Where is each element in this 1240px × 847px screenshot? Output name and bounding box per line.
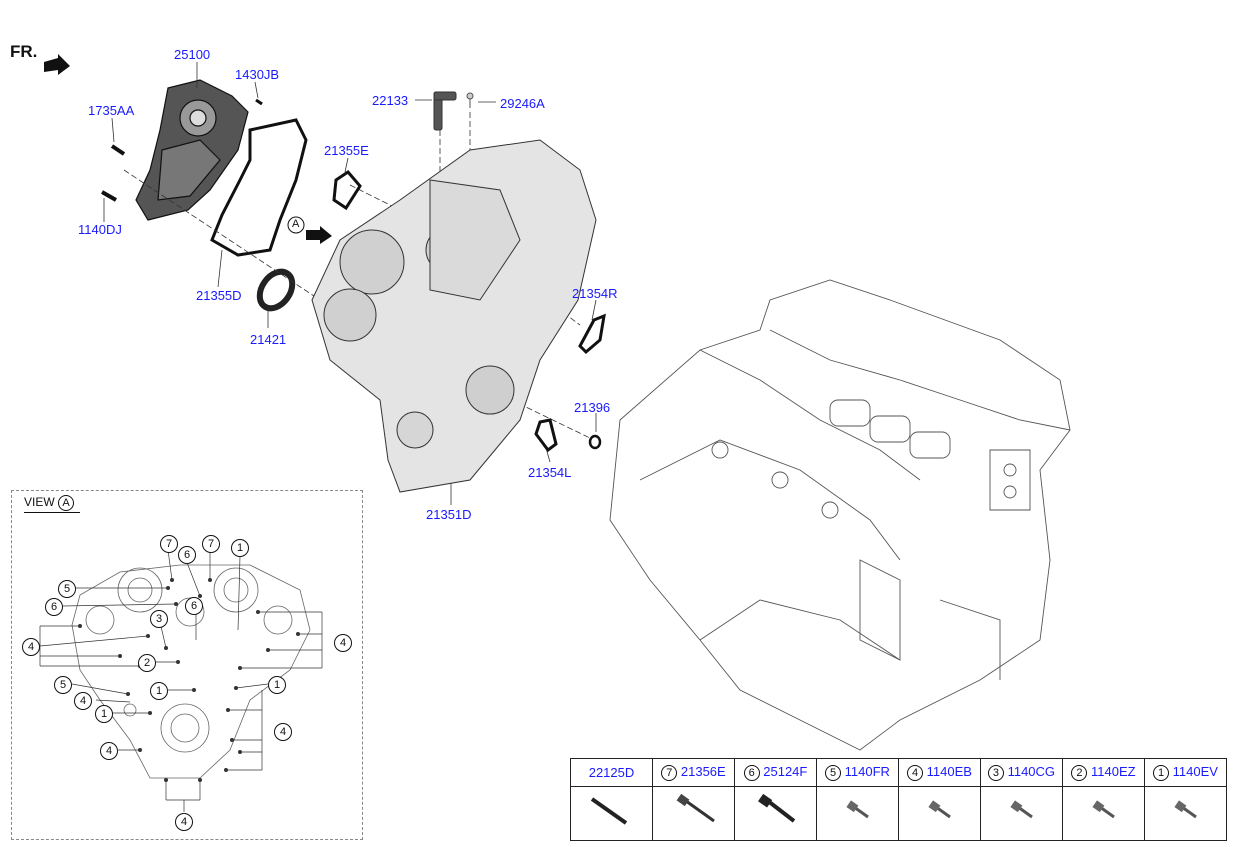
short-bolt-icon xyxy=(1144,786,1227,841)
parts-image-row xyxy=(570,786,1227,841)
part-number: 25124F xyxy=(763,764,808,780)
parts-col-header[interactable]: 22125D xyxy=(570,758,653,787)
view-a-title: VIEW A xyxy=(24,495,75,511)
timing-cover-part xyxy=(311,139,597,493)
stud-icon xyxy=(570,786,653,841)
parts-col-header[interactable]: 3 1140CG xyxy=(980,758,1063,787)
short-bolt-icon xyxy=(980,786,1063,841)
part-number: 22125D xyxy=(588,765,635,780)
short-bolt-icon xyxy=(898,786,981,841)
parts-col-header[interactable]: 7 21356E xyxy=(652,758,735,787)
oring-21396-part xyxy=(588,434,602,450)
part-number: 1140EB xyxy=(926,764,972,780)
long-bolt-icon xyxy=(652,786,735,841)
part-number: 1140CG xyxy=(1007,764,1056,780)
view-num: 6 xyxy=(45,598,63,616)
part-number: 1140EZ xyxy=(1091,764,1136,780)
view-a-marker-label: A xyxy=(292,218,300,230)
callout-21355E[interactable]: 21355E xyxy=(324,143,369,158)
part-number: 21356E xyxy=(680,764,726,780)
view-a-panel xyxy=(11,490,363,840)
view-num: 5 xyxy=(58,580,76,598)
view-num: 1 xyxy=(231,539,249,557)
gasket-21354R-part xyxy=(578,313,606,355)
ref-number: 6 xyxy=(743,764,760,781)
pin-1430JB-part xyxy=(255,98,263,106)
ref-number: 4 xyxy=(907,764,924,781)
short-bolt-icon xyxy=(1062,786,1145,841)
view-title-text: VIEW xyxy=(24,495,55,510)
short-bolt-icon xyxy=(816,786,899,841)
view-num: 4 xyxy=(22,638,40,656)
gasket-21355E-part xyxy=(332,170,362,211)
view-num: 3 xyxy=(150,610,168,628)
parts-col-header[interactable]: 6 25124F xyxy=(734,758,817,787)
callout-25100[interactable]: 25100 xyxy=(174,47,211,62)
view-num: 7 xyxy=(160,535,178,553)
callout-21354L[interactable]: 21354L xyxy=(528,465,572,480)
callout-1430JB[interactable]: 1430JB xyxy=(235,67,280,82)
part-number: 1140FR xyxy=(844,764,890,780)
view-title-underline xyxy=(24,512,80,513)
view-num: 4 xyxy=(175,813,193,831)
parts-col-header[interactable]: 1 1140EV xyxy=(1144,758,1227,787)
view-num: 6 xyxy=(178,546,196,564)
ref-number: 7 xyxy=(661,764,678,781)
callout-21421[interactable]: 21421 xyxy=(250,332,287,347)
callout-22133[interactable]: 22133 xyxy=(372,93,409,108)
ref-number: 3 xyxy=(987,764,1004,781)
fastener-parts-table: 22125D 7 21356E 6 25124F 5 1140FR 4 1140… xyxy=(570,758,1227,841)
view-a-arrow-icon xyxy=(306,226,332,244)
view-a-leaders xyxy=(39,549,323,812)
flange-bolt-icon xyxy=(734,786,817,841)
view-title-marker: A xyxy=(58,495,75,511)
view-a-marker-circle xyxy=(287,216,305,234)
ref-number: 2 xyxy=(1071,764,1088,781)
water-pump-part xyxy=(135,79,249,221)
callout-1140DJ[interactable]: 1140DJ xyxy=(78,222,122,237)
view-num: 1 xyxy=(95,705,113,723)
ref-number: 1 xyxy=(1153,764,1170,781)
ref-number: 5 xyxy=(825,764,842,781)
oil-seal-part xyxy=(256,268,296,312)
callout-21355D[interactable]: 21355D xyxy=(196,288,242,303)
engine-block-outline xyxy=(609,279,1071,751)
tube-22133-part xyxy=(433,91,457,131)
view-num: 2 xyxy=(138,654,156,672)
plug-29246A-part xyxy=(466,92,474,108)
callout-29246A[interactable]: 29246A xyxy=(500,96,545,111)
view-num: 1 xyxy=(268,676,286,694)
water-pump-gasket-part xyxy=(210,118,308,257)
front-arrow-icon xyxy=(44,54,70,75)
callout-21351D[interactable]: 21351D xyxy=(426,507,472,522)
bolt-1140DJ-part xyxy=(101,190,117,202)
callout-21396[interactable]: 21396 xyxy=(574,400,611,415)
view-num: 7 xyxy=(202,535,220,553)
view-num: 4 xyxy=(274,723,292,741)
parts-col-header[interactable]: 4 1140EB xyxy=(898,758,981,787)
callout-21354R[interactable]: 21354R xyxy=(572,286,618,301)
bolt-1735AA-part xyxy=(110,144,126,156)
callout-1735AA[interactable]: 1735AA xyxy=(88,103,135,118)
view-num: 4 xyxy=(74,692,92,710)
view-num: 4 xyxy=(100,742,118,760)
front-direction-label: FR. xyxy=(10,42,38,61)
parts-col-header[interactable]: 5 1140FR xyxy=(816,758,899,787)
parts-header-row: 22125D 7 21356E 6 25124F 5 1140FR 4 1140… xyxy=(570,758,1227,787)
part-number: 1140EV xyxy=(1172,764,1218,780)
view-num: 5 xyxy=(54,676,72,694)
parts-col-header[interactable]: 2 1140EZ xyxy=(1062,758,1145,787)
view-num: 4 xyxy=(334,634,352,652)
gasket-21354L-part xyxy=(534,418,558,453)
view-a-bolt-dots xyxy=(78,578,300,782)
view-num: 6 xyxy=(185,597,203,615)
view-num: 1 xyxy=(150,682,168,700)
